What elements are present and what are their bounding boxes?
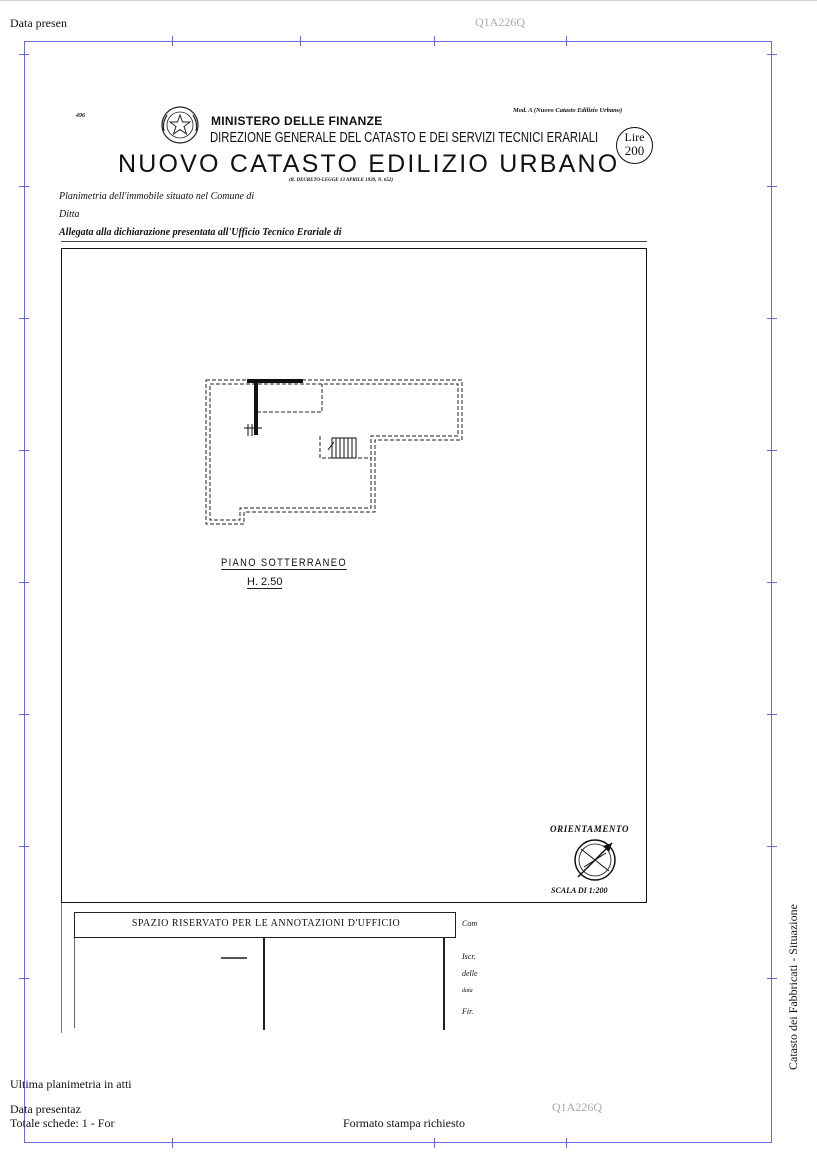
frame-tick [19,846,29,847]
frame-tick [566,36,567,46]
reserved-space-title: SPAZIO RISERVATO PER LE ANNOTAZIONI D'UF… [131,918,401,929]
frame-tick [19,582,29,583]
header-id: Q1A226Q [475,15,525,29]
frame-tick [19,450,29,451]
form-left-code: 496 [76,113,85,119]
office-mark [221,957,247,959]
side-caption: Catasto dei Fabbricati - Situazione [786,904,800,1070]
office-divider-mid [263,938,265,1030]
page-frame [24,41,772,1143]
sheet-total-label: Totale schede: 1 - For [10,1116,115,1130]
frame-tick [172,36,173,46]
document-title: NUOVO CATASTO EDILIZIO URBANO [118,150,620,178]
office-divider-right [443,938,445,1030]
frame-tick [767,582,777,583]
office-left-edge [61,903,62,1033]
header-date-label: Data presen [10,16,67,30]
floor-label: PIANO SOTTERRANEO [221,557,347,570]
frame-tick [434,1138,435,1148]
compass-icon [574,839,616,881]
frame-tick [767,714,777,715]
office-label-delle: delle [462,969,478,978]
frame-tick [767,54,777,55]
last-plan-label: Ultima planimetria in atti [10,1077,132,1091]
office-line: Allegata alla dichiarazione presentata a… [59,227,342,238]
frame-tick [566,1138,567,1148]
office-inner-left [74,938,75,1028]
office-annotations-area: SPAZIO RISERVATO PER LE ANNOTAZIONI D'UF… [61,903,647,1033]
directorate-name: DIREZIONE GENERALE DEL CATASTO E DEI SER… [210,130,599,146]
frame-tick [19,186,29,187]
owner-line: Ditta [59,209,80,220]
height-label: H. 2.50 [247,576,283,589]
price-value: 200 [624,143,645,158]
frame-tick [434,36,435,46]
form-model-code: Mod. A (Nuovo Catasto Edilizio Urbano) [513,107,623,114]
frame-tick [19,318,29,319]
frame-tick [767,846,777,847]
emblem-icon [161,106,199,144]
office-label-fir: Fir. [462,1007,474,1016]
office-label-iscr: Iscr. [462,952,476,961]
office-header-box [74,912,456,938]
frame-tick [767,450,777,451]
orientation-label: ORIENTAMENTO [550,824,630,834]
top-border [0,0,817,1]
scale-label: SCALA DI 1:200 [551,886,608,895]
price-stamp: Lire 200 [616,127,653,164]
frame-tick [172,1138,173,1148]
plan-drawing-area [61,248,647,903]
frame-tick [767,978,777,979]
footer-date-label: Data presentaz [10,1102,81,1116]
ministry-name: MINISTERO DELLE FINANZE [211,114,383,128]
frame-tick [767,186,777,187]
frame-tick [19,54,29,55]
decree-reference: (R. DECRETO-LEGGE 13 APRILE 1939, N. 652… [289,178,394,183]
frame-tick [19,978,29,979]
frame-tick [300,36,301,46]
header-divider [61,241,647,242]
print-format-label: Formato stampa richiesto [343,1116,465,1130]
frame-tick [767,318,777,319]
price-label: Lire [624,130,645,144]
floor-plan [205,379,463,525]
office-label-com: Com [462,919,478,928]
office-label-data: data [462,988,473,994]
footer-id: Q1A226Q [552,1100,602,1114]
frame-tick [19,714,29,715]
municipality-line: Planimetria dell'immobile situato nel Co… [59,191,255,202]
